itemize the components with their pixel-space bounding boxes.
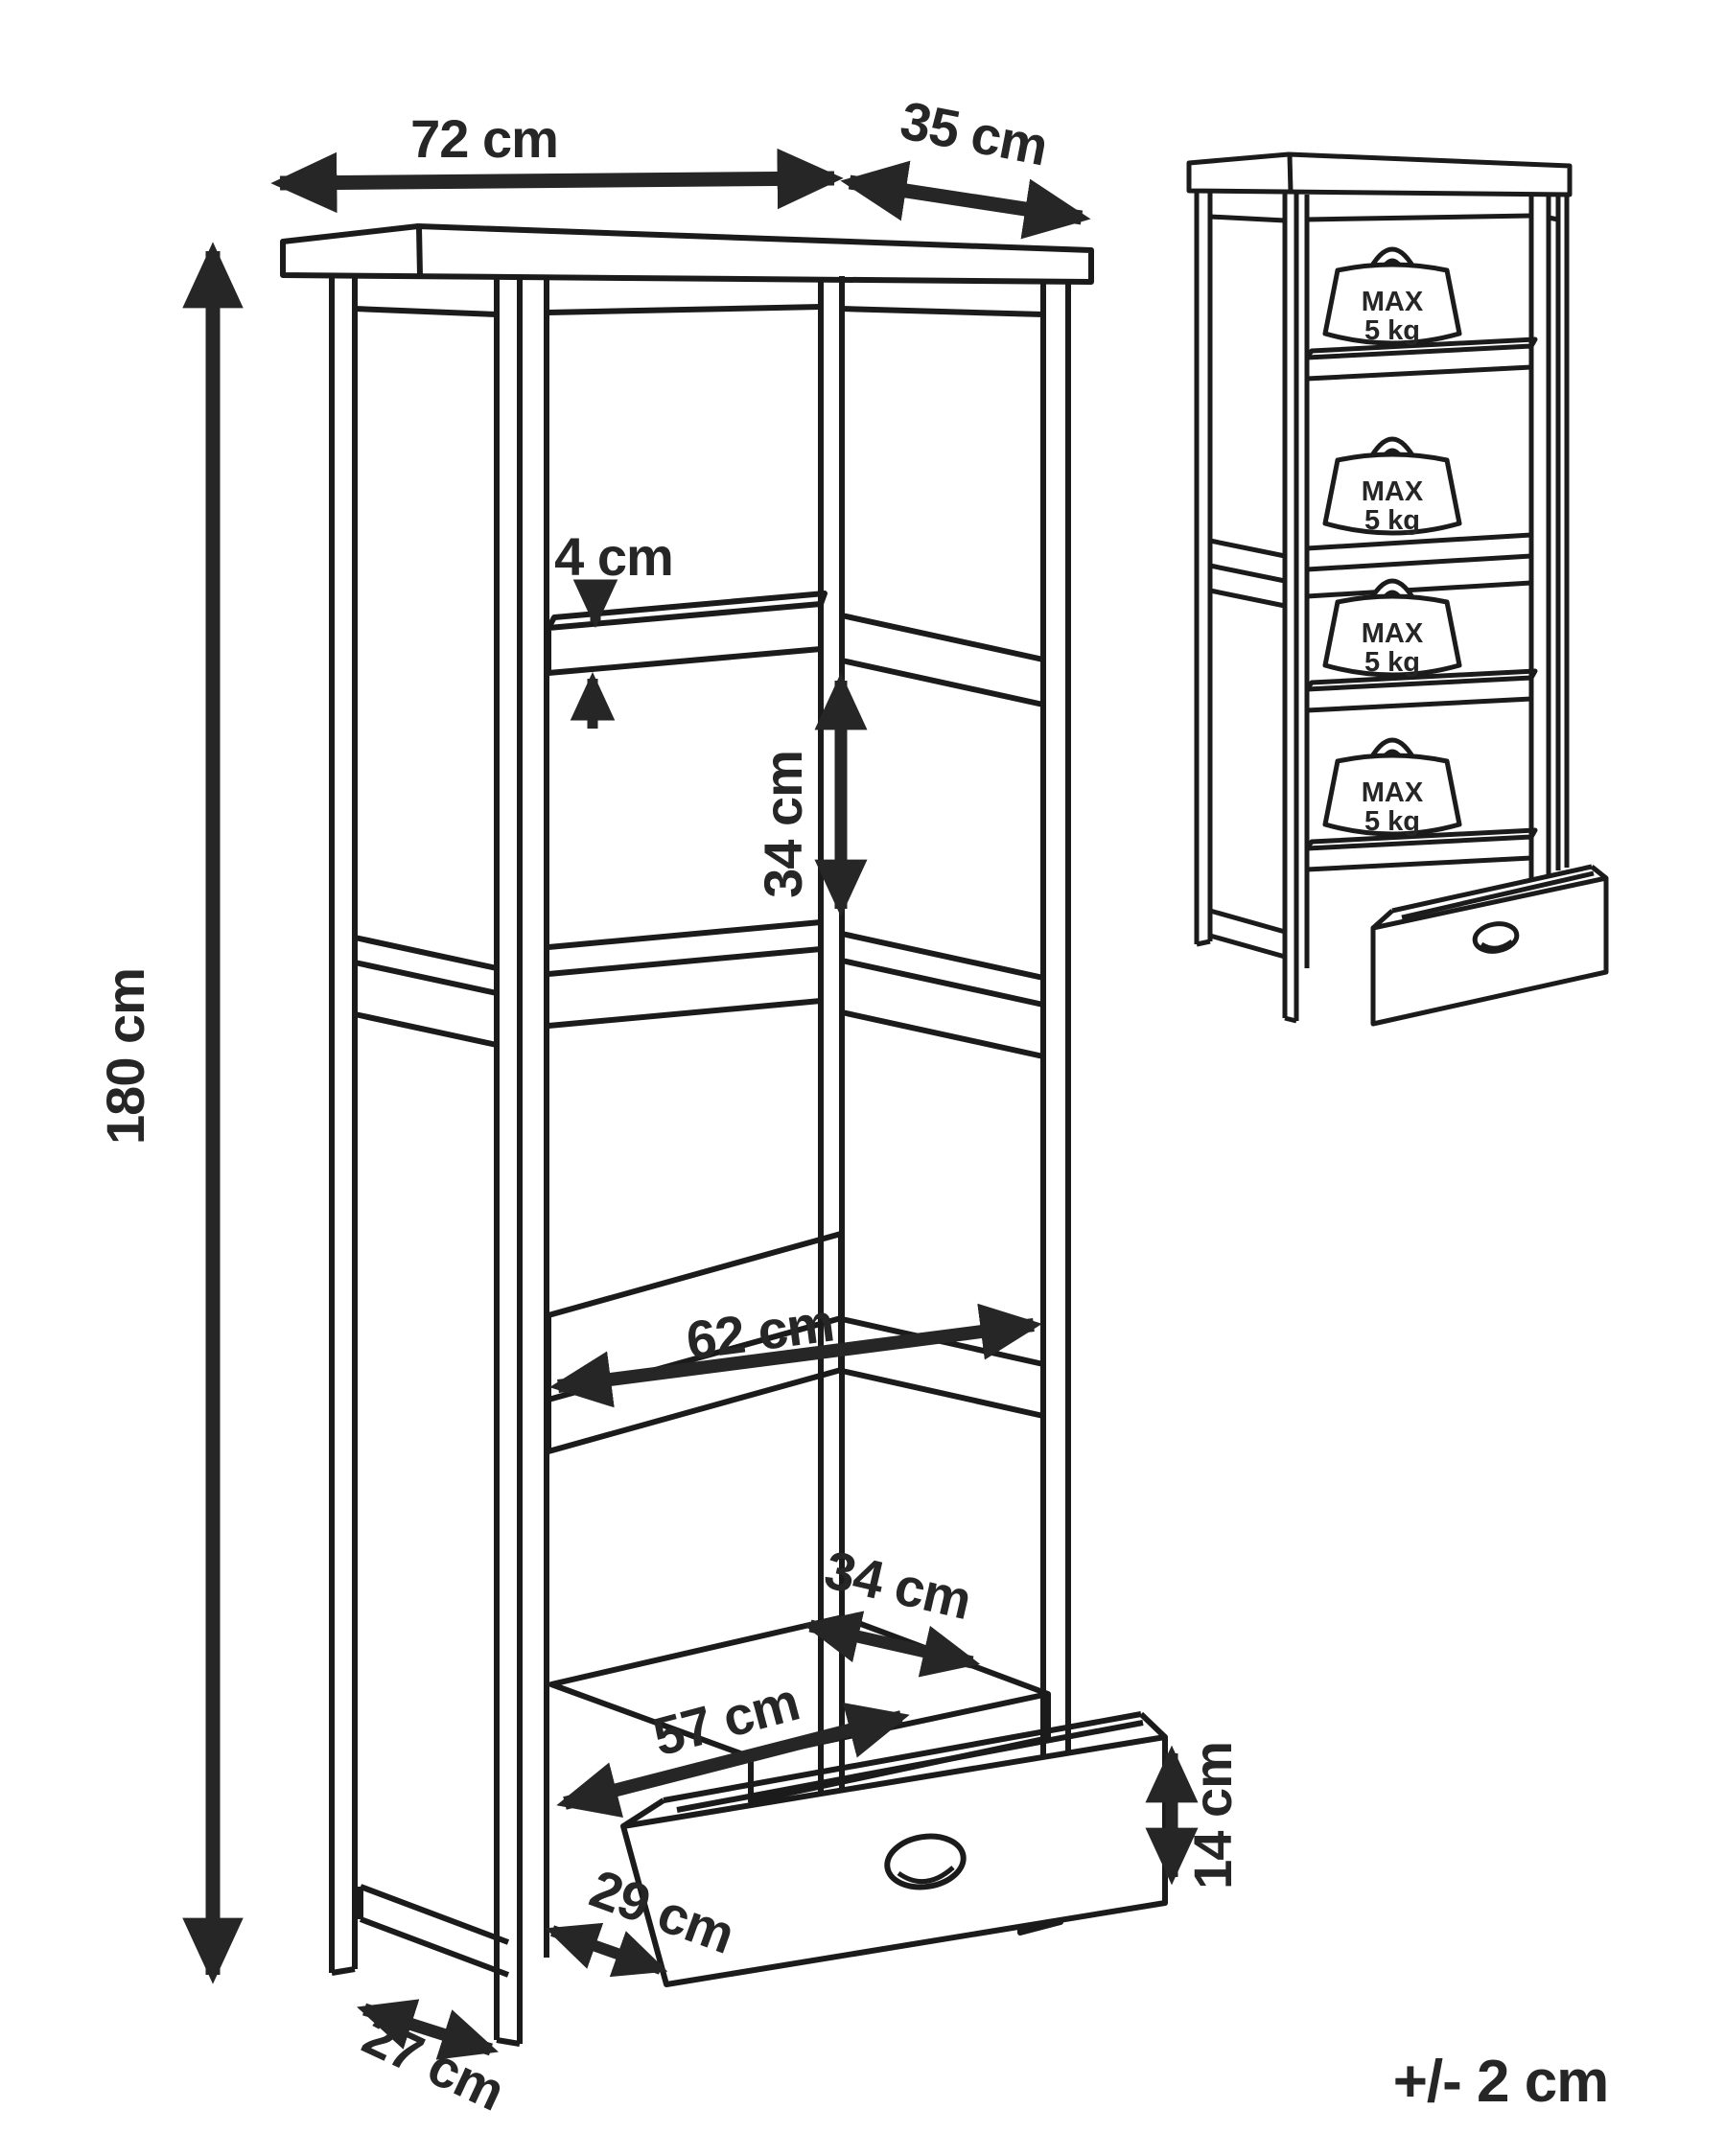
dim-drawer-side-depth-arrow: [545, 1922, 668, 1978]
dim-width-arrow: [270, 148, 844, 214]
bookcase-posts: [329, 276, 1071, 2047]
svg-text:5 kg: 5 kg: [1364, 505, 1420, 536]
max-weight-icon: MAX 5 kg: [1322, 246, 1462, 346]
load-shelf-1: [1304, 336, 1538, 382]
svg-text:5 kg: 5 kg: [1364, 806, 1420, 837]
bookcase-top-board: [280, 223, 1094, 285]
dim-drawer-height-label: 14 cm: [1182, 1742, 1243, 1889]
dim-shelf-thickness-arrows: [570, 579, 618, 729]
tolerance-note: +/- 2 cm: [1393, 2049, 1609, 2115]
module-joint: [354, 919, 1044, 1059]
upper-shelf: [546, 591, 1044, 707]
dim-drawer-opening-depth-arrow: [802, 1611, 981, 1678]
svg-text:MAX: MAX: [1362, 777, 1424, 808]
max-load-drawing: MAX 5 kg MAX 5 kg MAX 5 kg MAX 5 kg: [1186, 151, 1609, 1027]
dim-depth-arrow: [840, 160, 1091, 240]
load-shelf-3: [1304, 668, 1538, 713]
load-unit-posts: [1194, 192, 1570, 1024]
dim-base-side-depth-label: 27 cm: [354, 2005, 513, 2121]
dim-shelf-clearance-label: 34 cm: [753, 751, 813, 898]
load-unit-top-board: [1186, 151, 1573, 197]
svg-text:MAX: MAX: [1362, 287, 1424, 317]
svg-text:5 kg: 5 kg: [1364, 315, 1420, 346]
dim-drawer-inner-width-arrow: [556, 1703, 910, 1818]
svg-text:MAX: MAX: [1362, 476, 1424, 507]
dim-width-label: 72 cm: [410, 108, 558, 169]
dim-height-label: 180 cm: [95, 968, 155, 1145]
svg-text:MAX: MAX: [1362, 618, 1424, 649]
dim-depth-label: 35 cm: [896, 89, 1052, 176]
bookcase-top-rails: [354, 304, 1044, 317]
max-weight-icon: MAX 5 kg: [1322, 737, 1462, 837]
dim-inner-width-arrow: [549, 1303, 1042, 1408]
load-unit-drawer: [1370, 864, 1609, 1027]
load-shelf-4: [1304, 827, 1538, 872]
drawer-handle-icon: [884, 1833, 967, 1890]
svg-text:5 kg: 5 kg: [1364, 647, 1420, 678]
max-weight-icon: MAX 5 kg: [1322, 578, 1462, 678]
main-bookcase-drawing: [280, 223, 1168, 2047]
dim-base-side-depth-arrow: [357, 1999, 499, 2060]
max-weight-icon: MAX 5 kg: [1322, 436, 1462, 536]
load-unit-frame: [1209, 213, 1559, 960]
bookcase-base-rails: [358, 1884, 510, 1978]
drawer-handle-icon: [1472, 921, 1520, 954]
dim-shelf-thickness-label: 4 cm: [554, 526, 673, 587]
